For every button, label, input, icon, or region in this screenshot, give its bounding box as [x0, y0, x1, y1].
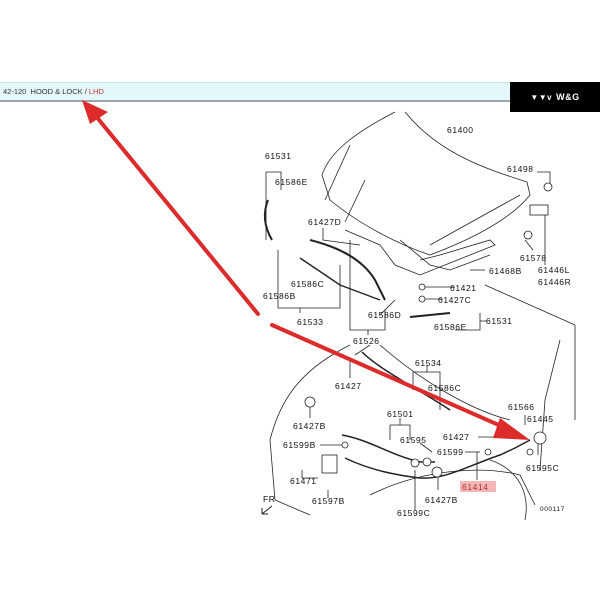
part-label[interactable]: 61427B	[293, 421, 326, 431]
section-name: HOOD & LOCK /	[30, 87, 87, 96]
part-label[interactable]: 61468B	[489, 266, 522, 276]
part-label[interactable]: 61427D	[308, 217, 341, 227]
stopper-61498	[543, 182, 553, 192]
part-label[interactable]: 61446R	[538, 277, 571, 287]
part-label[interactable]: 61427	[443, 432, 470, 442]
part-label[interactable]: 61586D	[368, 310, 401, 320]
bracket-61501	[389, 418, 411, 440]
part-label[interactable]: 61400	[447, 125, 474, 135]
bracket-61531-right	[455, 313, 487, 331]
latch-61471	[321, 454, 338, 474]
leader-61595	[419, 442, 433, 453]
weatherstrip-61526	[309, 239, 386, 301]
diagram-components	[304, 182, 553, 478]
highlight-61414	[460, 481, 496, 492]
nut-61595C	[526, 448, 534, 456]
part-label[interactable]: 61595C	[526, 463, 559, 473]
brand-logo: ▼▼v W&G	[510, 82, 600, 112]
hinge-61446	[529, 204, 549, 216]
section-title-bar: 42-120 HOOD & LOCK / LHD	[0, 82, 600, 102]
part-label[interactable]: 61599	[437, 447, 464, 457]
part-label[interactable]: 61597B	[312, 496, 345, 506]
part-label[interactable]: 61578	[520, 253, 547, 263]
grommet-61427B-b	[431, 466, 443, 478]
body-line-1	[484, 284, 576, 420]
part-label[interactable]: 61526	[353, 336, 380, 346]
strip-61531-left	[263, 199, 273, 241]
part-label[interactable]: 61445	[527, 414, 554, 424]
arrow-to-lock	[270, 323, 512, 432]
fender-line	[489, 459, 527, 521]
part-label[interactable]: 61446L	[538, 265, 570, 275]
variant-label: LHD	[88, 87, 104, 96]
lock-61445	[533, 431, 547, 445]
part-label[interactable]: 61599B	[283, 440, 316, 450]
clip-61427C	[418, 295, 426, 303]
part-label[interactable]: 61586B	[263, 291, 296, 301]
part-label[interactable]: 61427C	[438, 295, 471, 305]
part-label[interactable]: 61531	[265, 151, 292, 161]
part-label[interactable]: 61427B	[425, 495, 458, 505]
part-label-highlighted[interactable]: 61414	[462, 482, 489, 492]
clip-61599	[484, 448, 492, 456]
bracket-61531-top	[265, 171, 282, 240]
arrow-to-lhd	[93, 113, 260, 316]
part-label[interactable]: 61421	[450, 283, 477, 293]
clip-61421	[418, 283, 426, 291]
bumper-61578	[523, 230, 533, 240]
front-arrow-icon	[261, 505, 273, 515]
part-label[interactable]: 61471	[290, 476, 317, 486]
part-label[interactable]: 61427	[335, 381, 362, 391]
part-label[interactable]: 61533	[297, 317, 324, 327]
part-label[interactable]: 61498	[507, 164, 534, 174]
clip-61595	[422, 457, 432, 467]
part-label[interactable]: 61531	[486, 316, 513, 326]
section-code: 42-120	[3, 87, 27, 96]
annotation-arrows	[82, 100, 530, 440]
hood-outline	[321, 111, 531, 256]
bracket-61526	[349, 240, 386, 335]
leader-61471	[301, 470, 318, 479]
section-title: 42-120 HOOD & LOCK / LHD	[3, 87, 104, 96]
part-label[interactable]: 61534	[415, 358, 442, 368]
body-line-4	[379, 344, 511, 421]
strip-61531-right	[409, 312, 451, 318]
bracket-61533	[277, 250, 341, 313]
part-label[interactable]: 61566	[508, 402, 535, 412]
leader-61526-arc	[354, 344, 371, 356]
part-label[interactable]: 61586C	[428, 383, 461, 393]
hood-inner-panel	[344, 229, 496, 276]
leader-61586D	[379, 299, 396, 316]
diagram-linework	[263, 111, 576, 521]
part-label[interactable]: 61595	[400, 435, 427, 445]
leader-61578	[524, 239, 534, 251]
arrow-head-icon	[82, 100, 108, 124]
part-label[interactable]: 61501	[387, 409, 414, 419]
direction-label: FR	[263, 494, 276, 504]
bumper-line	[369, 469, 536, 506]
brand-name: W&G	[556, 92, 580, 102]
body-line-2	[539, 339, 561, 471]
clip-61599B	[341, 441, 349, 449]
hood-crease	[324, 144, 521, 246]
figure-id: 000117	[540, 506, 565, 513]
arrow-head-icon	[493, 418, 530, 440]
body-line-3	[269, 344, 351, 516]
cable-61414	[344, 439, 531, 479]
part-label[interactable]: 61586C	[291, 279, 324, 289]
brand-logo-icon: ▼▼v	[530, 92, 553, 102]
grommet-61427B	[304, 396, 316, 408]
part-label[interactable]: 61599C	[397, 508, 430, 518]
hood-frame	[399, 239, 491, 271]
part-labels: 61400 61498 61531 61586E 61427D 61578 61…	[261, 125, 571, 518]
part-label[interactable]: 61586E	[275, 177, 308, 187]
part-label[interactable]: 61586E	[434, 322, 467, 332]
leader-61427D	[322, 228, 361, 246]
clip-61599C	[410, 458, 420, 468]
